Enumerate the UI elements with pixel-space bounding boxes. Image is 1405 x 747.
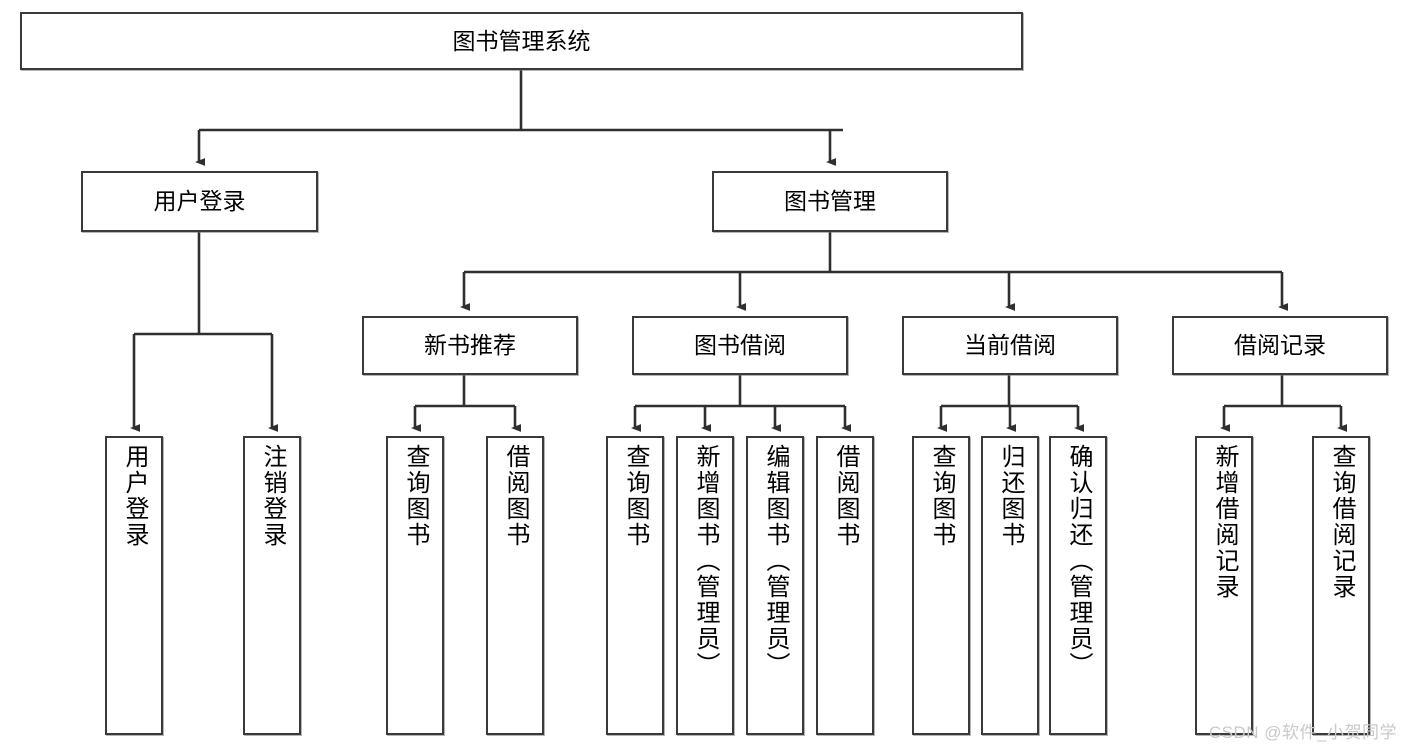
leaf-user-login-signin[interactable]: 用户登录 <box>105 436 163 735</box>
leaf-book-borrow-query-books[interactable]: 查询图书 <box>606 436 664 735</box>
node-label: 图书管理系统 <box>452 27 591 54</box>
node-current-borrowing[interactable]: 当前借阅 <box>902 316 1118 375</box>
leaf-current-borrow-confirm-return-admin[interactable]: 确认归还（管理员） <box>1049 436 1107 735</box>
leaf-borrow-record-add-record[interactable]: 新增借阅记录 <box>1195 436 1253 735</box>
node-book-management-system[interactable]: 图书管理系统 <box>20 12 1023 70</box>
node-label: 查询图书 <box>402 444 429 548</box>
node-book-borrowing[interactable]: 图书借阅 <box>632 316 848 375</box>
node-label: 借阅记录 <box>1234 332 1326 359</box>
node-book-management[interactable]: 图书管理 <box>712 171 948 232</box>
leaf-new-book-borrow-books[interactable]: 借阅图书 <box>486 436 544 735</box>
node-label: 确认归还（管理员） <box>1065 444 1092 678</box>
node-label: 查询图书 <box>928 444 955 548</box>
node-label: 用户登录 <box>153 188 246 215</box>
node-label: 注销登录 <box>259 444 286 548</box>
node-label: 查询图书 <box>622 444 649 548</box>
node-label: 图书借阅 <box>694 332 786 359</box>
leaf-new-book-query-books[interactable]: 查询图书 <box>386 436 444 735</box>
leaf-book-borrow-edit-book-admin[interactable]: 编辑图书（管理员） <box>746 436 804 735</box>
node-label: 新增借阅记录 <box>1211 444 1238 600</box>
node-new-book-recommendation[interactable]: 新书推荐 <box>362 316 578 375</box>
node-label: 借阅图书 <box>502 444 529 548</box>
node-label: 新增图书（管理员） <box>692 444 719 678</box>
node-label: 图书管理 <box>784 188 876 215</box>
node-label: 用户登录 <box>121 444 148 548</box>
csdn-watermark: CSDN @软件_小贺同学 <box>1208 723 1397 742</box>
node-borrowing-record[interactable]: 借阅记录 <box>1172 316 1388 375</box>
node-user-login[interactable]: 用户登录 <box>81 171 318 232</box>
node-label: 编辑图书（管理员） <box>762 444 789 678</box>
leaf-current-borrow-return-books[interactable]: 归还图书 <box>981 436 1039 735</box>
node-label: 借阅图书 <box>832 444 859 548</box>
leaf-borrow-record-query-record[interactable]: 查询借阅记录 <box>1312 436 1370 735</box>
leaf-book-borrow-borrow-books[interactable]: 借阅图书 <box>816 436 874 735</box>
node-label: 归还图书 <box>997 444 1024 548</box>
leaf-book-borrow-add-book-admin[interactable]: 新增图书（管理员） <box>676 436 734 735</box>
leaf-current-borrow-query-books[interactable]: 查询图书 <box>912 436 970 735</box>
node-label: 当前借阅 <box>964 332 1056 359</box>
node-label: 查询借阅记录 <box>1328 444 1355 600</box>
leaf-user-login-signout[interactable]: 注销登录 <box>243 436 301 735</box>
node-label: 新书推荐 <box>424 332 516 359</box>
